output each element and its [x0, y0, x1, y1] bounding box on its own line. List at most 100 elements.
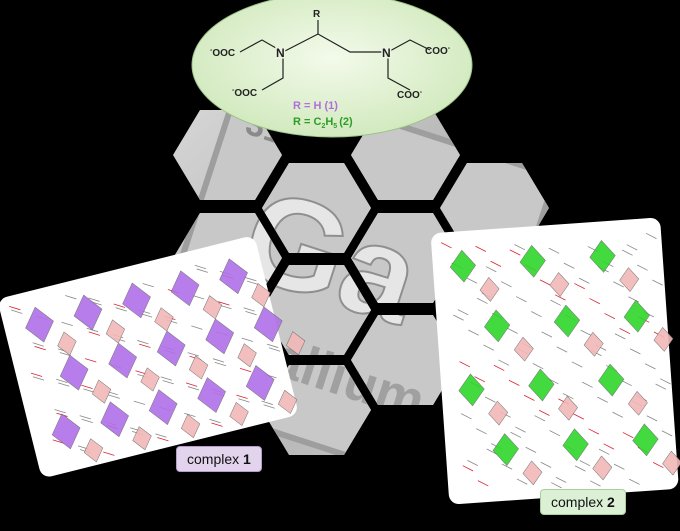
bond-stick [58, 382, 70, 387]
r-group-label: R [313, 9, 321, 20]
bond-stick [32, 376, 45, 381]
bond-stick [88, 297, 100, 302]
carboxylate-top-right: COO- [425, 45, 451, 57]
green-polyhedron [528, 368, 555, 402]
bond-stick [30, 372, 43, 377]
nitrogen-left: N [276, 46, 285, 60]
purple-polyhedron [197, 377, 226, 413]
bond-stick [192, 295, 205, 300]
bond-stick [597, 396, 608, 403]
bond-stick [61, 321, 73, 326]
pink-polyhedron [653, 327, 674, 352]
purple-polyhedron [253, 306, 283, 343]
bond-stick [239, 368, 252, 373]
bond-stick [612, 411, 624, 418]
bond-stick [498, 359, 510, 366]
pink-polyhedron [91, 379, 112, 404]
pink-polyhedron [285, 331, 306, 356]
bond-stick [54, 409, 66, 414]
bond-stick [538, 409, 550, 416]
bond-stick [81, 418, 93, 424]
bond-stick [245, 277, 257, 282]
ligand-structure: R N N -OOC -OOC COO- COO- R = H (1) R = … [191, 0, 473, 138]
bond-stick [501, 463, 513, 470]
crystal-structure-complex-1 [0, 237, 306, 477]
bond-stick [588, 428, 600, 435]
bond-stick [268, 347, 281, 352]
bond-stick [549, 430, 561, 437]
bond-stick [613, 281, 624, 288]
bond-stick [619, 328, 631, 335]
bond-stick [613, 463, 625, 470]
bond-stick [525, 446, 537, 453]
bond-stick [103, 451, 115, 456]
bond-stick [532, 363, 544, 370]
bond-stick [548, 247, 560, 254]
purple-polyhedron [100, 401, 129, 438]
bond-stick [574, 465, 586, 472]
nitrogen-right: N [382, 46, 391, 60]
bond-stick [11, 309, 23, 314]
bond-stick [554, 294, 566, 301]
bond-stick [88, 331, 101, 336]
bond-stick [531, 311, 542, 318]
bond-stick [573, 413, 585, 420]
bond-stick [457, 309, 469, 316]
green-polyhedron [598, 363, 625, 397]
pink-polyhedron [140, 367, 160, 392]
pink-polyhedron [180, 414, 201, 439]
bond-stick [508, 379, 520, 386]
bond-stick [9, 306, 21, 311]
green-polyhedron [519, 244, 546, 278]
bond-stick [629, 348, 641, 355]
pink-polyhedron [229, 401, 249, 427]
bond-stick [108, 394, 120, 399]
crystal-structure-complex-2 [431, 217, 680, 505]
bond-stick [466, 277, 478, 284]
bond-stick [467, 459, 479, 466]
bond-stick [475, 245, 487, 252]
bond-stick [614, 333, 626, 340]
complex-1-label: complex 1 [176, 446, 262, 472]
complex-2-label: complex 2 [540, 489, 626, 515]
bond-stick [556, 346, 568, 353]
pink-polyhedron [479, 277, 500, 302]
bond-stick [187, 352, 199, 357]
bond-stick [220, 304, 232, 310]
bond-stick [645, 232, 657, 239]
bond-stick [196, 268, 208, 273]
bond-stick [483, 344, 495, 351]
bond-stick [65, 295, 77, 300]
pink-polyhedron [619, 267, 640, 292]
purple-polyhedron [148, 389, 178, 426]
bond-stick [652, 462, 664, 469]
bond-stick [582, 381, 593, 388]
bond-stick [157, 437, 169, 442]
purple-polyhedron [205, 318, 234, 355]
bond-stick [514, 244, 526, 251]
bond-stick [245, 311, 257, 316]
bond-stick [490, 260, 502, 267]
bond-stick [243, 307, 255, 312]
bond-stick [453, 314, 464, 321]
green-polyhedron [484, 309, 511, 343]
bond-stick [493, 364, 505, 371]
bond-stick [474, 376, 486, 383]
bond-stick [562, 393, 574, 400]
bond-stick [185, 382, 198, 387]
bond-stick [589, 298, 601, 305]
bond-stick [236, 394, 248, 399]
bond-stick [555, 476, 567, 483]
bond-stick [621, 380, 632, 387]
pink-polyhedron [662, 450, 680, 476]
bond-stick [59, 352, 72, 357]
green-polyhedron [632, 423, 659, 457]
purple-polyhedron [59, 354, 89, 391]
bond-stick [578, 277, 590, 284]
bond-stick [563, 262, 575, 269]
bond-stick [209, 418, 221, 424]
bond-stick [661, 430, 673, 437]
pink-polyhedron [522, 460, 543, 486]
bond-stick [139, 343, 151, 348]
